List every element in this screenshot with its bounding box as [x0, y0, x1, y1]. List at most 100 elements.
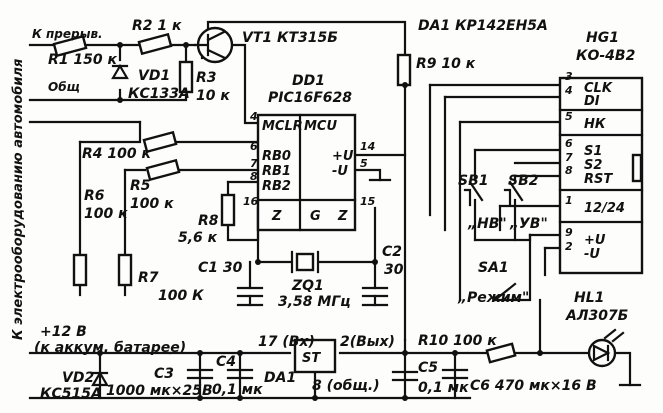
- switches: [463, 180, 524, 302]
- label-r5: R5: [130, 178, 151, 194]
- switch-sb1: [463, 180, 484, 207]
- label-hl1: HL1: [574, 290, 604, 306]
- led-hl1: [587, 328, 625, 368]
- label-s2: S2: [584, 158, 602, 173]
- switch-sa1: [493, 282, 517, 302]
- resistors: [52, 32, 517, 364]
- zener-vd1: [111, 63, 129, 80]
- label-sa1: SA1: [478, 260, 509, 276]
- label-c2-value: 30: [384, 262, 404, 278]
- label-vd1: VD1: [138, 68, 170, 84]
- capacitor-c1: [236, 286, 264, 298]
- label-obshch2: 8 (общ.): [312, 378, 380, 394]
- label-hk: НК: [584, 117, 607, 132]
- label-r4: R4 100 к: [82, 146, 151, 162]
- label-pin-16: 16: [243, 195, 259, 208]
- switch-sb2: [503, 180, 524, 207]
- junctions: [97, 42, 543, 401]
- resistor-r3: [178, 60, 194, 94]
- label-r10: R10 100 к: [418, 333, 497, 349]
- label-r8: R8: [198, 213, 219, 229]
- label-vd2: VD2: [62, 370, 94, 386]
- label-c4: C4: [216, 354, 236, 370]
- resistor-r5: [145, 158, 181, 182]
- label-pin-1: 1: [565, 194, 573, 207]
- label-pin-4: 4: [564, 84, 573, 97]
- label-pin-7: 7: [565, 151, 573, 164]
- label-pin-dd8: 8: [250, 170, 258, 183]
- label-vt1: VT1 КТ315Б: [242, 30, 338, 46]
- label-dd1: DD1: [292, 73, 325, 89]
- label-pin-9: 9: [565, 226, 573, 239]
- label-st: ST: [302, 351, 321, 366]
- label-c5: C5: [418, 360, 438, 376]
- regulator-da1: [293, 338, 337, 374]
- label-plus12: +12 В: [40, 324, 87, 340]
- label-r1: R1 150 к: [48, 52, 117, 68]
- label-akkum: (к аккум. батарее): [34, 340, 186, 356]
- label-z-left: Z: [271, 209, 282, 224]
- label-r5-value: 100 к: [130, 196, 174, 212]
- label-rb0: RB0: [262, 149, 291, 164]
- capacitor-c6: [441, 368, 469, 380]
- label-r6-value: 100 к: [84, 206, 128, 222]
- capacitor-c3: [186, 368, 214, 380]
- label-c6: C6 470 мк×16 В: [470, 378, 597, 394]
- capacitor-c5: [391, 370, 419, 382]
- crystal-zq1: [290, 250, 320, 274]
- label-c3: C3: [154, 366, 174, 382]
- capacitor-c4: [226, 368, 254, 380]
- transistor-vt1: [193, 26, 234, 64]
- label-dd1-value: PIC16F628: [268, 90, 352, 106]
- label-zq1-value: 3,58 МГц: [278, 294, 351, 310]
- label-da1-bottom: DA1: [264, 370, 296, 386]
- resistor-r9: [396, 53, 412, 87]
- label-mclr: MCLR: [262, 119, 303, 134]
- label-hg1-mu: -U: [584, 247, 600, 262]
- label-pin-dd5: 5: [360, 157, 368, 170]
- label-sb1: SB1: [458, 173, 489, 189]
- label-mcu: MCU: [304, 119, 337, 134]
- zener-vd2: [91, 370, 109, 387]
- label-r3-value: 10 к: [196, 88, 230, 104]
- label-vyh: 2(Вых): [340, 334, 395, 350]
- label-r3: R3: [196, 70, 217, 86]
- label-g: G: [310, 209, 321, 224]
- label-da1: DA1 КР142ЕН5А: [418, 18, 548, 34]
- label-r7-value: 100 К: [158, 288, 204, 304]
- resistor-r4: [142, 130, 178, 154]
- label-mu: -U: [332, 164, 348, 179]
- label-rezhim: „Режим": [457, 290, 529, 306]
- capacitor-c2: [361, 286, 389, 298]
- label-pin-8: 8: [565, 164, 573, 177]
- label-c2: C2: [382, 244, 402, 260]
- label-c5-value: 0,1 мк: [418, 380, 469, 396]
- label-clk: CLK: [584, 81, 613, 96]
- label-1224: 12/24: [584, 201, 625, 216]
- ground-symbols: [236, 178, 642, 387]
- label-c4-value: 0,1 мк: [212, 382, 263, 398]
- label-pin-3: 3: [565, 70, 573, 83]
- label-uv: „УВ": [509, 216, 548, 232]
- label-side-vertical: К электрооборудованию автомобиля: [11, 59, 26, 340]
- label-pin-2: 2: [565, 240, 573, 253]
- label-hg1-value: КО-4В2: [576, 48, 635, 64]
- resistor-r7: [117, 253, 133, 287]
- label-c3-value: 1000 мк×25В: [106, 383, 213, 399]
- label-zq1: ZQ1: [291, 278, 324, 294]
- label-k-prerv: К прерыв.: [32, 27, 103, 41]
- label-z-right: Z: [337, 209, 348, 224]
- label-rst: RST: [584, 172, 613, 187]
- label-pin-dd6: 6: [250, 140, 258, 153]
- resistor-r2: [137, 32, 173, 56]
- label-hg1: HG1: [586, 30, 619, 46]
- label-r9: R9 10 к: [416, 56, 476, 72]
- label-di: DI: [584, 94, 600, 109]
- label-c1: C1 30: [198, 260, 243, 276]
- label-sb2: SB2: [508, 173, 539, 189]
- label-vd1-value: КС133А: [128, 86, 190, 102]
- label-r6: R6: [84, 188, 105, 204]
- label-pu: +U: [332, 149, 354, 164]
- label-s1: S1: [584, 144, 602, 159]
